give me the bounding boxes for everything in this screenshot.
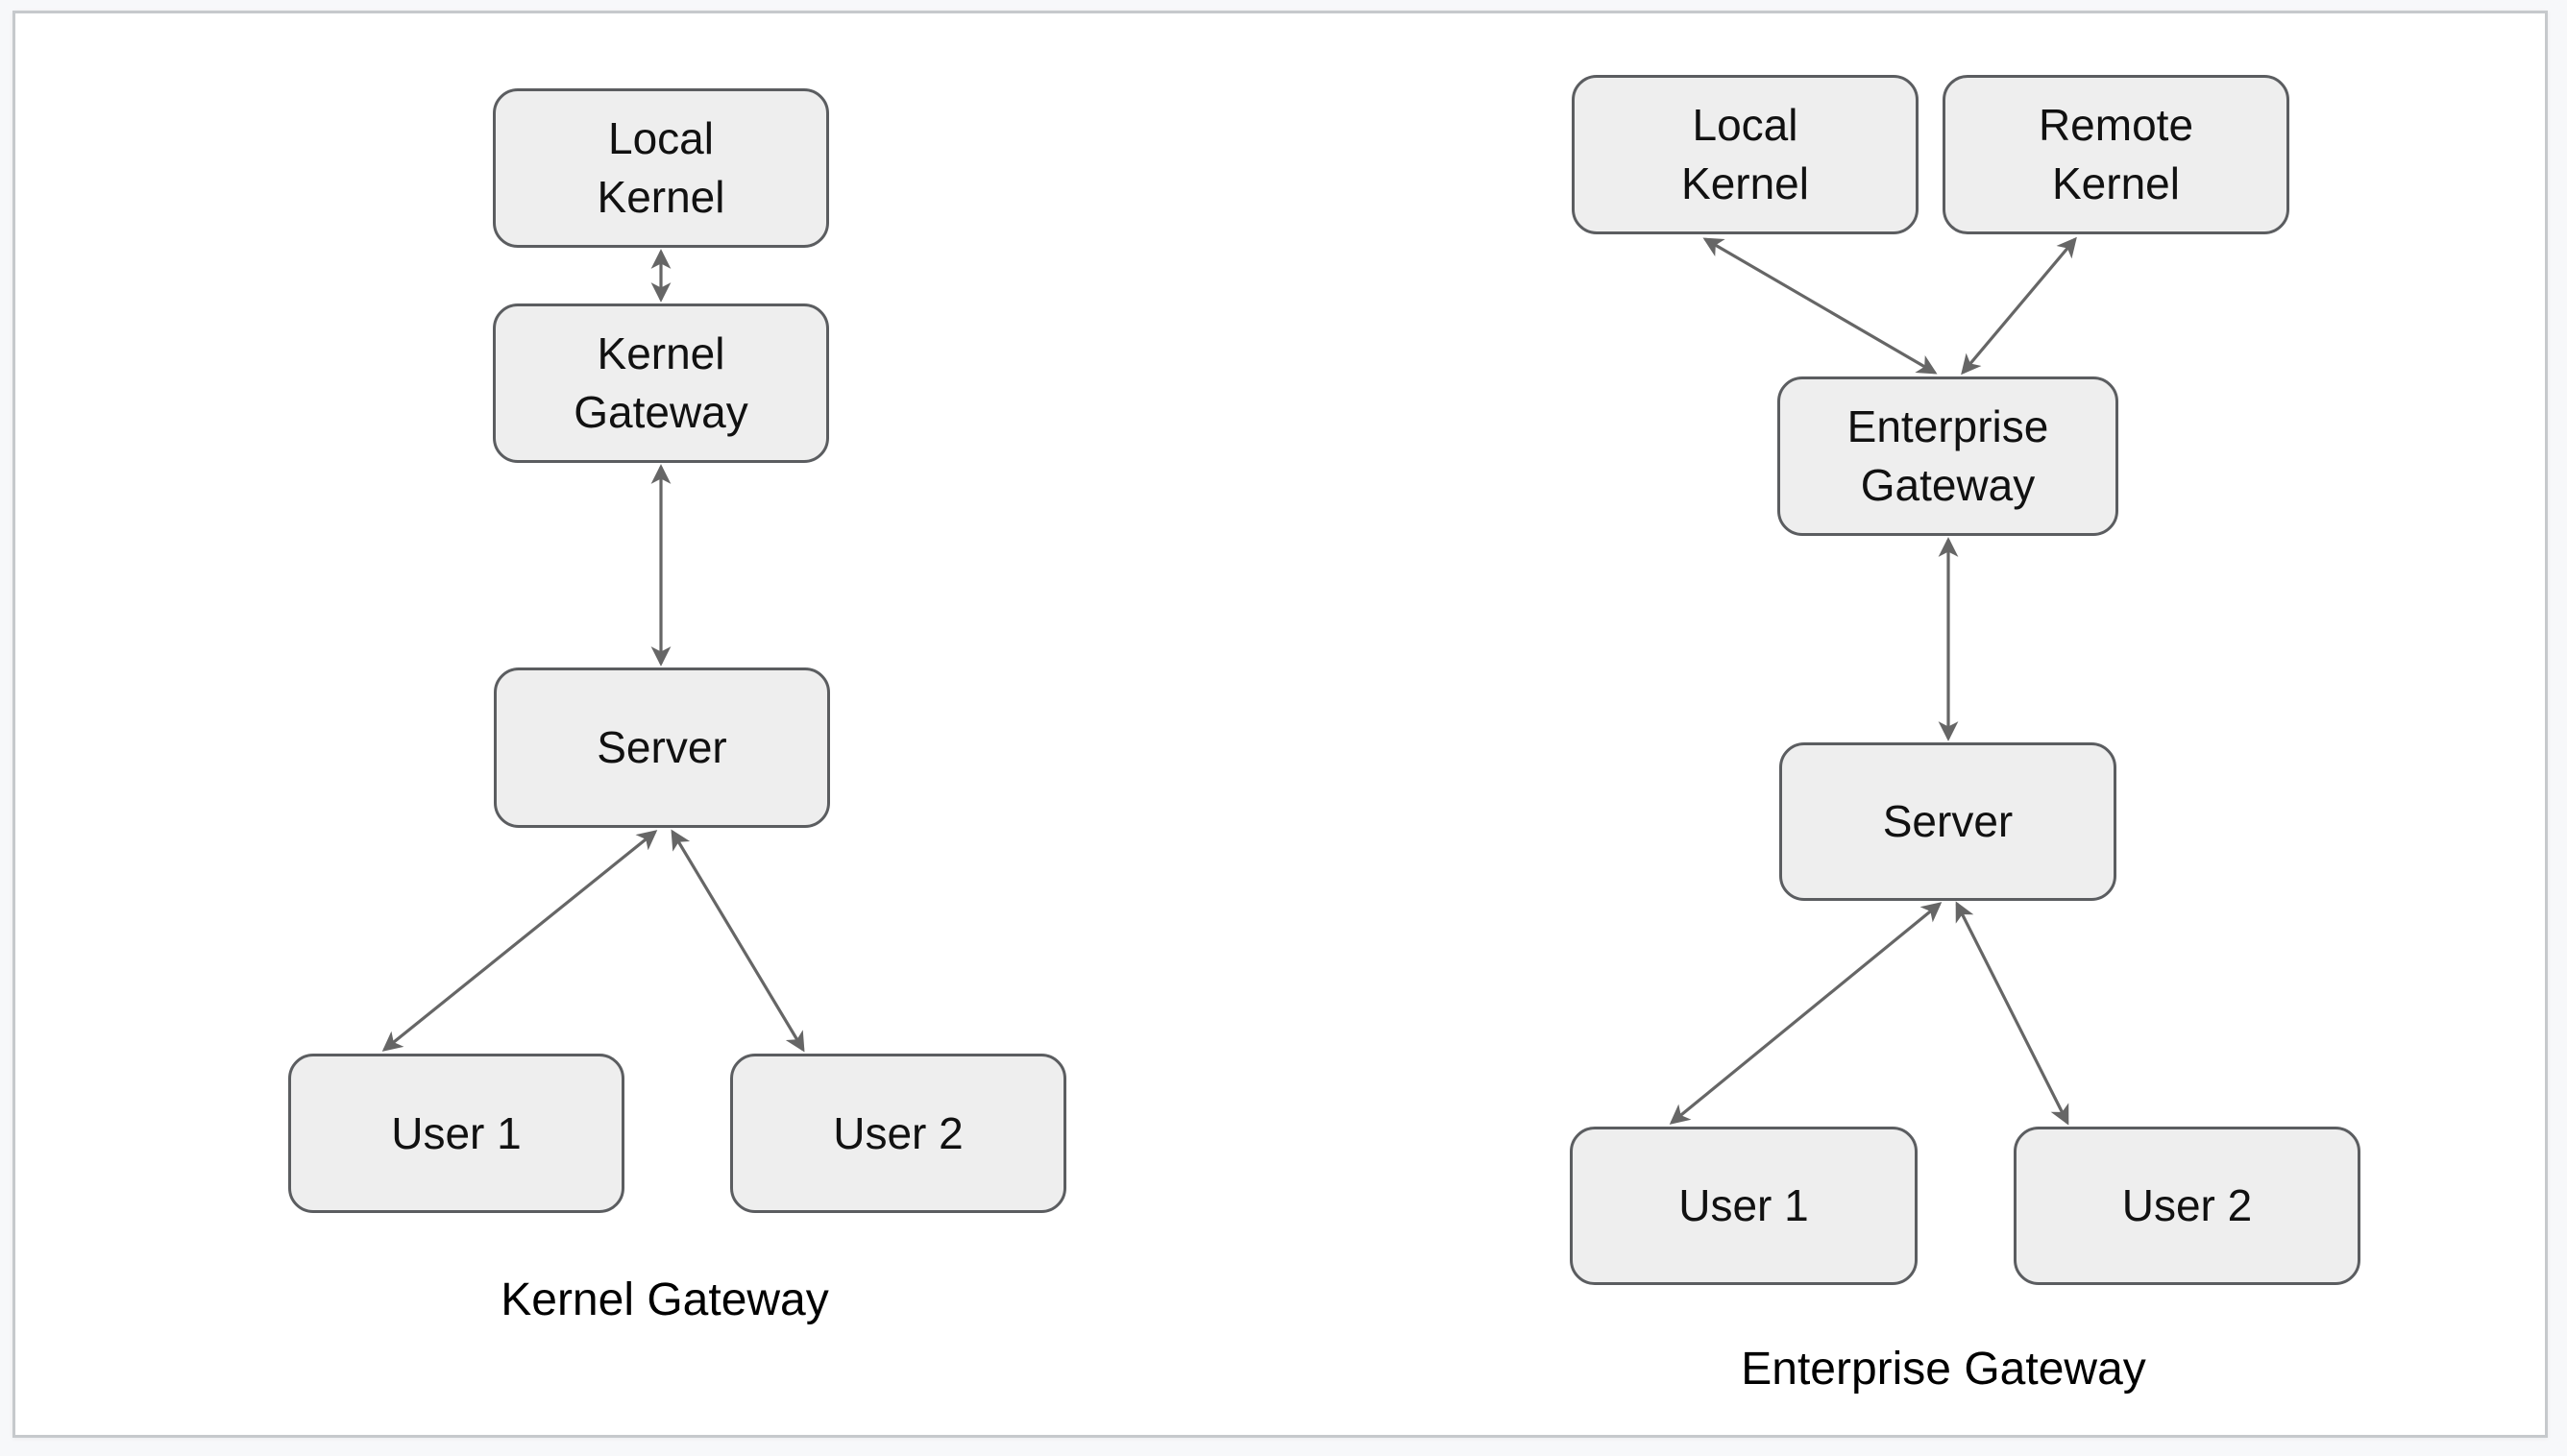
node-label: Remote Kernel (2038, 100, 2194, 208)
node-label: Server (597, 722, 727, 773)
node-label: User 2 (2121, 1180, 2253, 1231)
node-label: Local Kernel (1681, 100, 1809, 208)
node-server-right: Server (1779, 742, 2116, 901)
node-user-2-left: User 2 (730, 1054, 1066, 1213)
node-server-left: Server (494, 667, 830, 828)
node-enterprise-gateway: Enterprise Gateway (1777, 376, 2118, 536)
node-remote-kernel: Remote Kernel (1943, 75, 2289, 234)
node-label: Kernel Gateway (574, 328, 748, 437)
node-label: Server (1882, 796, 2014, 847)
node-user-1-right: User 1 (1570, 1127, 1918, 1285)
node-local-kernel: Local Kernel (493, 88, 829, 248)
node-user-2-right: User 2 (2014, 1127, 2360, 1285)
node-user-1-left: User 1 (288, 1054, 624, 1213)
node-label: User 1 (1678, 1180, 1809, 1231)
caption-enterprise-gateway: Enterprise Gateway (1741, 1344, 2146, 1395)
node-label: Enterprise Gateway (1846, 401, 2049, 510)
caption-kernel-gateway: Kernel Gateway (501, 1274, 829, 1325)
node-local-kernel-right: Local Kernel (1572, 75, 1919, 234)
node-label: User 1 (391, 1107, 522, 1158)
node-label: Local Kernel (597, 113, 725, 222)
node-kernel-gateway: Kernel Gateway (493, 303, 829, 463)
node-label: User 2 (833, 1107, 964, 1158)
